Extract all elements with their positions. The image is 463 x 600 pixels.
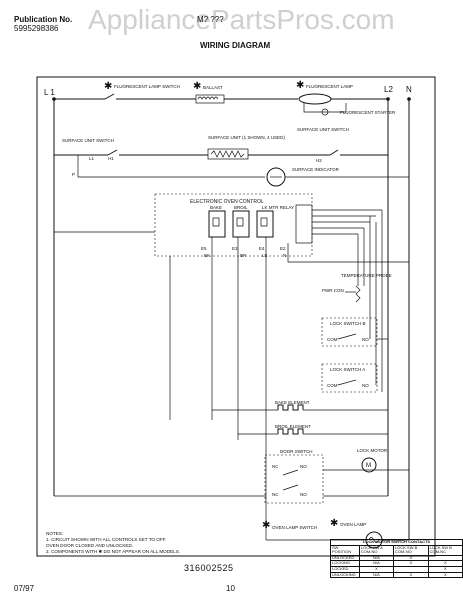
lock-switch-a-no: NO (362, 383, 369, 388)
rail-label-l1: L 1 (44, 88, 55, 97)
terminal-lk: LK (262, 253, 268, 258)
pwr-con-label: PWR CON (322, 288, 344, 293)
table-header-cell: LOCK SW A COM-NO (358, 544, 395, 556)
door-switch-no-1: NO (300, 464, 307, 469)
temperature-probe-symbol (355, 285, 361, 303)
control-connector (295, 204, 313, 244)
relay-lock-motor (256, 210, 274, 238)
terminal-h1: H1 (108, 156, 114, 161)
rail-label-n: N (406, 85, 412, 94)
surface-unit-switch-left-label: SURFACE UNIT SWITCH (62, 138, 114, 143)
terminal-p: P (72, 172, 75, 177)
lock-switch-b-com: COM (327, 337, 338, 342)
notes-title: NOTES: (46, 531, 64, 536)
terminal-n: N (283, 253, 286, 258)
lock-switch-a-label: LOCK SWITCH A (330, 367, 365, 372)
surface-unit-switch-right-label: SURFACE UNIT SWITCH (297, 127, 349, 132)
watermark-text: AppliancePartsPros.com (88, 4, 395, 35)
terminal-e3: E3 (232, 246, 238, 251)
terminal-br: BR (240, 253, 247, 258)
relay-broil (232, 210, 250, 238)
asterisk-icon: ✱ (262, 520, 270, 531)
svg-text:M: M (366, 463, 371, 469)
oven-lamp-label: OVEN LAMP (340, 522, 366, 527)
door-switch-no-2: NO (300, 492, 307, 497)
footer-date: 07/97 (14, 584, 35, 593)
bake-element-symbol (277, 404, 304, 411)
table-cell: X (393, 571, 429, 579)
publication-label: Publication No. (14, 15, 73, 24)
table-header-cell: LOCK SW B COM-NC (427, 544, 463, 556)
fluorescent-lamp-symbol (298, 93, 332, 105)
electronic-oven-control-label: ELECTRONIC OVEN CONTROL (190, 199, 264, 205)
ballast-label: BALLAST (203, 85, 223, 90)
part-number: 316002525 (184, 563, 234, 573)
door-switch-nc-1: NC (272, 464, 279, 469)
table-header-row: SW POSITION LOCK SW A COM-NO LOCK SW B C… (330, 544, 463, 556)
lock-motor-symbol (361, 457, 377, 473)
diagram-frame (36, 76, 436, 557)
note-1b: OVEN DOOR CLOSED AND UNLOCKED. (46, 543, 134, 548)
model-number: M? ??? (197, 15, 224, 24)
door-switch-label: DOOR SWITCH (280, 449, 313, 454)
publication-number: 5995298386 (14, 24, 59, 33)
door-switch-box (264, 454, 324, 504)
notes-block: NOTES: 1. CIRCUIT SHOWN WITH ALL CONTROL… (46, 531, 180, 555)
lock-motor-label: LOCK MOTOR (357, 448, 388, 453)
lock-switch-a-com: COM (327, 383, 338, 388)
diagram-title: WIRING DIAGRAM (200, 41, 271, 50)
table-header-cell: LOCK SW B COM-NO (393, 544, 429, 556)
fluorescent-starter-label: FLUORESCENT STARTER (340, 110, 396, 115)
note-2: 2. COMPONENTS WITH ✱ DO NOT APPEAR ON AL… (46, 549, 181, 554)
rail-label-l2: L2 (384, 85, 393, 94)
broil-element-label: BROIL ELEMENT (275, 424, 311, 429)
surface-switch-contact-right (329, 149, 339, 156)
terminal-h2: H2 (316, 158, 322, 163)
asterisk-icon: ✱ (193, 81, 201, 92)
fluorescent-lamp-switch-label: FLUORESCENT LAMP SWITCH (114, 84, 180, 89)
broil-element-symbol (277, 428, 304, 435)
relay-lk-label: LK MTR RELAY (262, 205, 294, 210)
relay-broil-label: BROIL (234, 205, 248, 210)
lock-switch-b-box (321, 317, 378, 347)
lamp-switch-contact (104, 93, 115, 100)
footer-page-number: 10 (226, 584, 235, 593)
terminal-e5: E5 (201, 246, 207, 251)
terminal-bk: BK (204, 253, 210, 258)
table-cell: UNLOCKING (330, 571, 360, 579)
table-cell: N/A (358, 571, 395, 579)
lock-motor-switch-table: LOCK MOTOR SWITCH CONTACTS SW POSITION L… (330, 539, 463, 579)
surface-indicator-label: SURFACE INDICATOR (292, 167, 340, 172)
oven-lamp-switch-label: OVEN LAMP SWITCH (272, 525, 317, 530)
lock-switch-b-label: LOCK SWITCH B (330, 321, 366, 326)
terminal-e2: E2 (280, 246, 286, 251)
table-cell: X (427, 571, 463, 579)
terminal-l1: L1 (89, 156, 95, 161)
note-1: 1. CIRCUIT SHOWN WITH ALL CONTROLS SET T… (46, 537, 167, 542)
table-row: UNLOCKING N/A X X (330, 571, 463, 579)
surface-unit-label: SURFACE UNIT (1 SHOWN, 4 USED) (208, 135, 285, 140)
asterisk-icon: ✱ (330, 518, 338, 529)
asterisk-icon: ✱ (104, 81, 112, 92)
lock-switch-b-no: NO (362, 337, 369, 342)
relay-bake (208, 210, 226, 238)
rail-n-node (407, 97, 411, 101)
surface-switch-contact-left (107, 149, 118, 156)
surface-unit-element (207, 148, 249, 160)
temperature-probe-label: TEMPERATURE PROBE (341, 273, 392, 278)
table-header-cell: SW POSITION (330, 544, 360, 556)
asterisk-icon: ✱ (296, 80, 304, 91)
lock-switch-a-box (321, 363, 378, 393)
bake-element-label: BAKE ELEMENT (275, 400, 310, 405)
door-switch-nc-2: NC (272, 492, 279, 497)
terminal-e4: E4 (259, 246, 265, 251)
starter-symbol (321, 108, 329, 116)
fluorescent-lamp-label: FLUORESCENT LAMP (306, 84, 353, 89)
relay-bake-label: BAKE (210, 205, 222, 210)
